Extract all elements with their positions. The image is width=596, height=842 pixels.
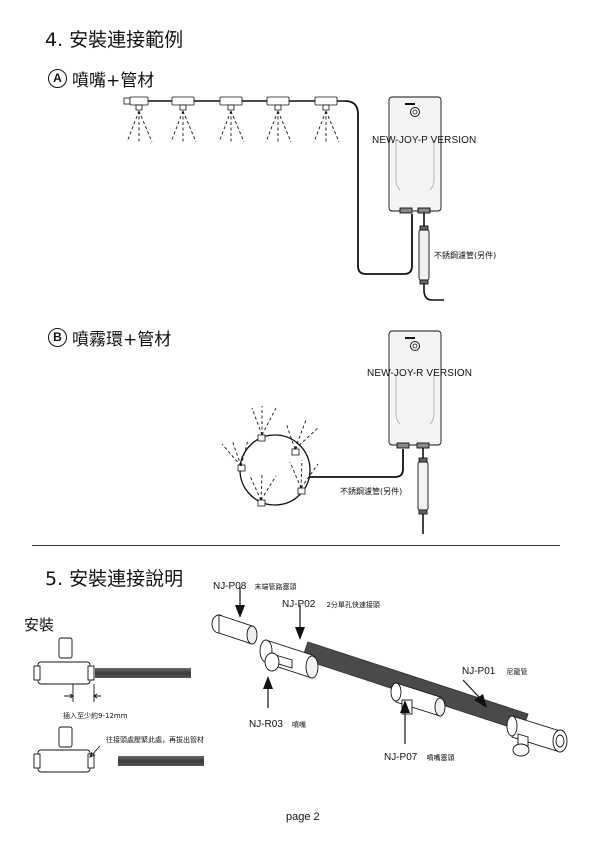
install-diagram-remove <box>33 726 204 773</box>
nozzle-tee <box>129 96 338 111</box>
badge-b: B <box>48 328 67 347</box>
filter-tube-a <box>418 213 444 301</box>
assembly-diagram <box>211 614 568 757</box>
insert-note: 插入至少約9-12mm <box>63 712 128 720</box>
remove-note: 往接頭處壓緊此處，再拔出管材 <box>106 736 204 744</box>
part-callout-r03: NJ-R03 噴嘴 <box>249 712 306 731</box>
install-diagram-insert <box>33 637 191 702</box>
part-name: 噴嘴 <box>292 721 306 729</box>
install-label: 安裝 <box>24 616 55 634</box>
part-callout-p02: NJ-P02 2分單孔快速接頭 <box>282 592 380 611</box>
part-callout-p07: NJ-P07 噴嘴塞頭 <box>384 745 454 764</box>
part-name: 尼龍管 <box>506 668 528 676</box>
supply-tube-a <box>344 100 413 275</box>
version-label-b: NEW-JOY-R VERSION <box>367 368 473 379</box>
part-name: 噴嘴塞頭 <box>426 754 455 762</box>
badge-a: A <box>48 69 67 88</box>
part-name: 2分單孔快速接頭 <box>326 601 380 609</box>
section4b-title: 噴霧環+管材 <box>72 330 172 350</box>
filter-label-a: 不銹鋼濾管(另件) <box>434 251 497 260</box>
part-callout-p01: NJ-P01 尼龍管 <box>462 659 527 678</box>
part-callout-p08: NJ-P08 末端管路塞頭 <box>213 574 296 593</box>
section-divider <box>32 545 560 546</box>
ring-spray-cone <box>221 406 319 501</box>
part-code: NJ-P07 <box>384 752 418 763</box>
pump-unit-a <box>388 96 442 214</box>
supply-tube-b <box>310 449 404 478</box>
pump-unit-b <box>388 330 442 449</box>
part-code: NJ-P02 <box>282 599 316 610</box>
spray-cone <box>126 110 340 143</box>
mist-ring <box>237 434 311 507</box>
page-number: page 2 <box>286 811 320 823</box>
section5-title: 5. 安裝連接說明 <box>45 568 184 590</box>
part-name: 末端管路塞頭 <box>254 583 297 591</box>
part-code: NJ-P08 <box>213 581 247 592</box>
part-code: NJ-P01 <box>462 666 496 677</box>
filter-tube-b <box>417 448 429 534</box>
section4a-title: 噴嘴+管材 <box>72 71 155 91</box>
filter-label-b: 不銹鋼濾管(另件) <box>340 487 403 496</box>
version-label-a: NEW-JOY-P VERSION <box>372 135 477 146</box>
part-code: NJ-R03 <box>249 719 283 730</box>
section4-title: 4. 安裝連接範例 <box>45 29 184 51</box>
callout-arrow <box>235 587 487 744</box>
